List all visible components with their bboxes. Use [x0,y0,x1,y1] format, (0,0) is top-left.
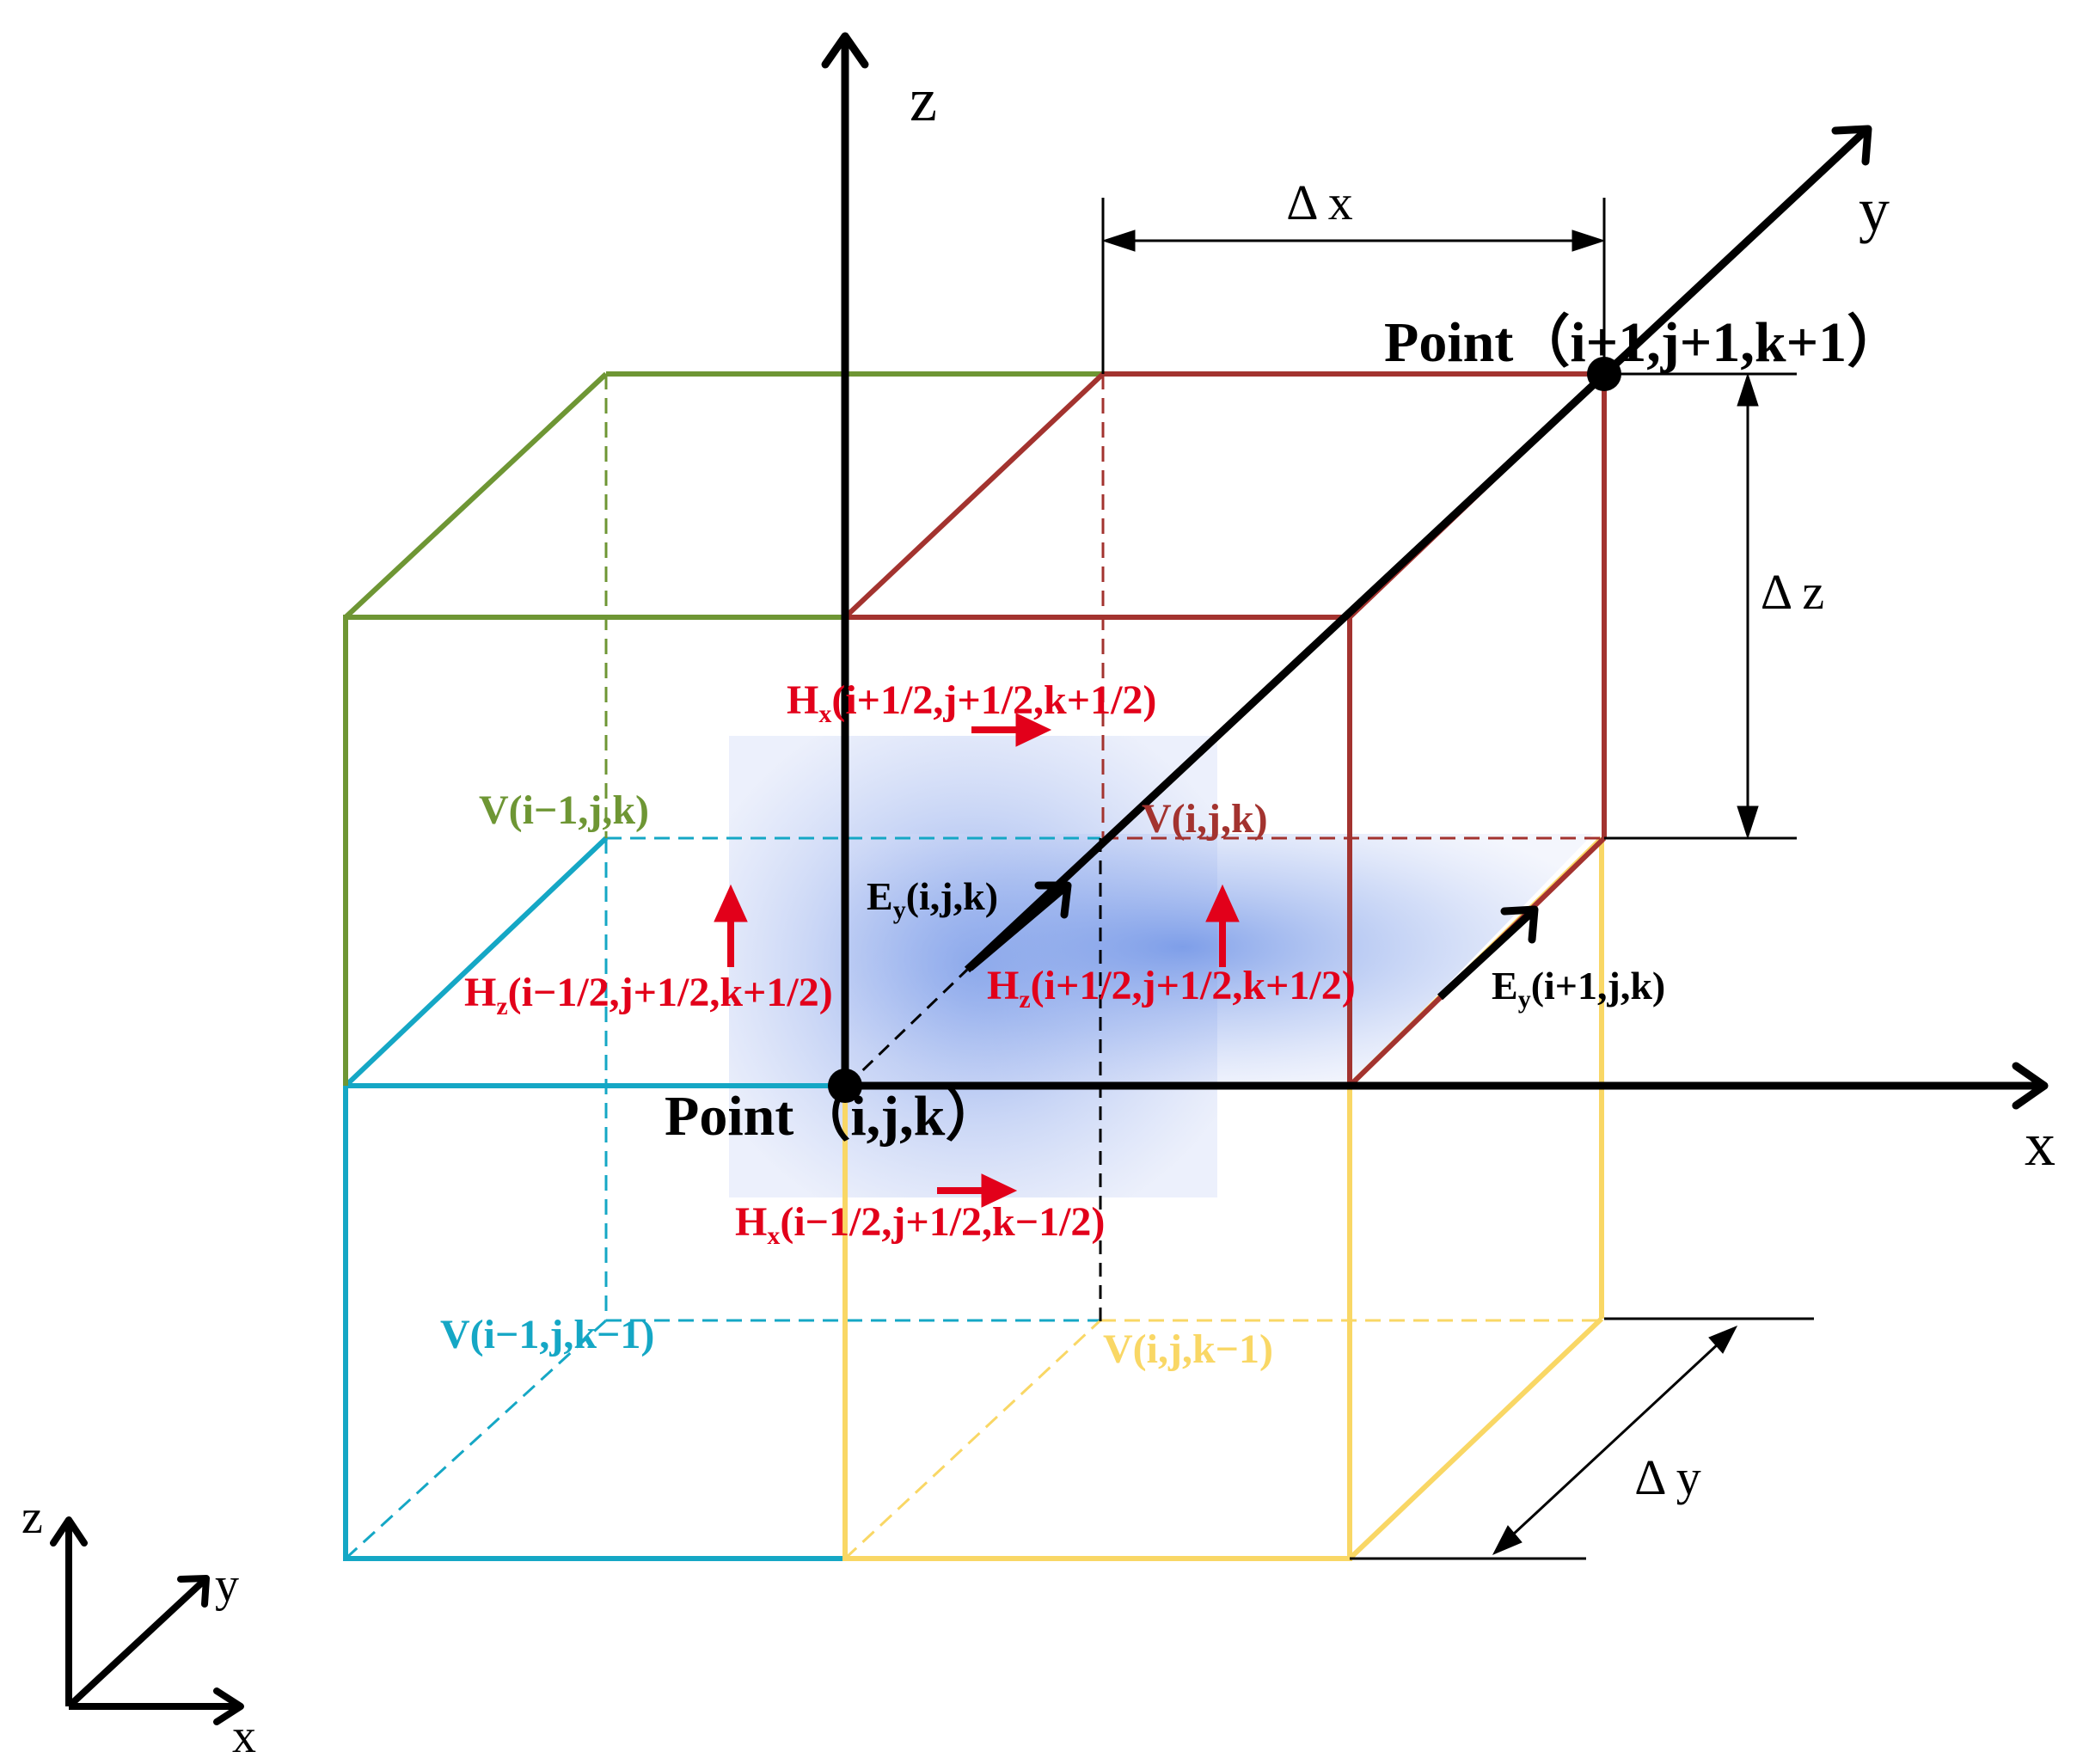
hx-top-label: Hx(i+1/2,j+1/2,k+1/2) [787,677,1156,728]
legend-z-label: z [21,1491,43,1544]
hx-top-arrow [971,713,1052,747]
point-origin-label: Point（i,j,k） [665,1084,1002,1148]
dx-label: Δ x [1286,175,1353,230]
x-axis-label: x [2025,1110,2056,1179]
y-axis [964,125,1872,973]
hx-bottom-arrow [937,1173,1018,1208]
dy-dimension [1350,1317,1814,1560]
y-axis-label: y [1859,175,1890,244]
dy-label: Δ y [1634,1449,1701,1505]
cell-green-label: V(i−1,j,k) [479,787,649,833]
cell-yellow-label: V(i,j,k−1) [1103,1326,1273,1372]
legend-axes [50,1516,244,1725]
cell-red-label: V(i,j,k) [1142,796,1268,842]
legend-y-label: y [215,1559,239,1612]
legend-x-label: x [232,1710,256,1760]
hz-right-label: Hz(i+1/2,j+1/2,k+1/2) [987,963,1356,1014]
cell-cyan [343,836,1100,1561]
dx-dimension [1101,198,1606,374]
dz-dimension [1604,372,1797,840]
z-axis-label: z [910,65,937,134]
cell-cyan-label: V(i−1,j,k−1) [440,1312,654,1357]
hx-bottom-label: Hx(i−1/2,j+1/2,k−1/2) [735,1199,1105,1250]
ey-center-arrow [967,881,1072,971]
hz-left-label: Hz(i−1/2,j+1/2,k+1/2) [464,970,833,1020]
z-axis [821,32,869,1086]
dz-label: Δ z [1761,564,1824,620]
point-far-label: Point（i+1,j+1,k+1） [1384,310,1903,374]
point-origin-marker [828,1069,862,1103]
ey-right-label: Ey(i+1,j,k) [1492,964,1665,1014]
ey-right-arrow [1437,905,1539,1001]
x-axis [845,1062,2049,1110]
cell-green [343,371,1103,1086]
hz-left-arrow [714,884,748,967]
dashed-guide-diagonal [845,968,969,1087]
ey-center-label: Ey(i,j,k) [867,874,998,924]
hz-right-arrow [1205,884,1240,967]
point-far-marker [1587,357,1621,391]
